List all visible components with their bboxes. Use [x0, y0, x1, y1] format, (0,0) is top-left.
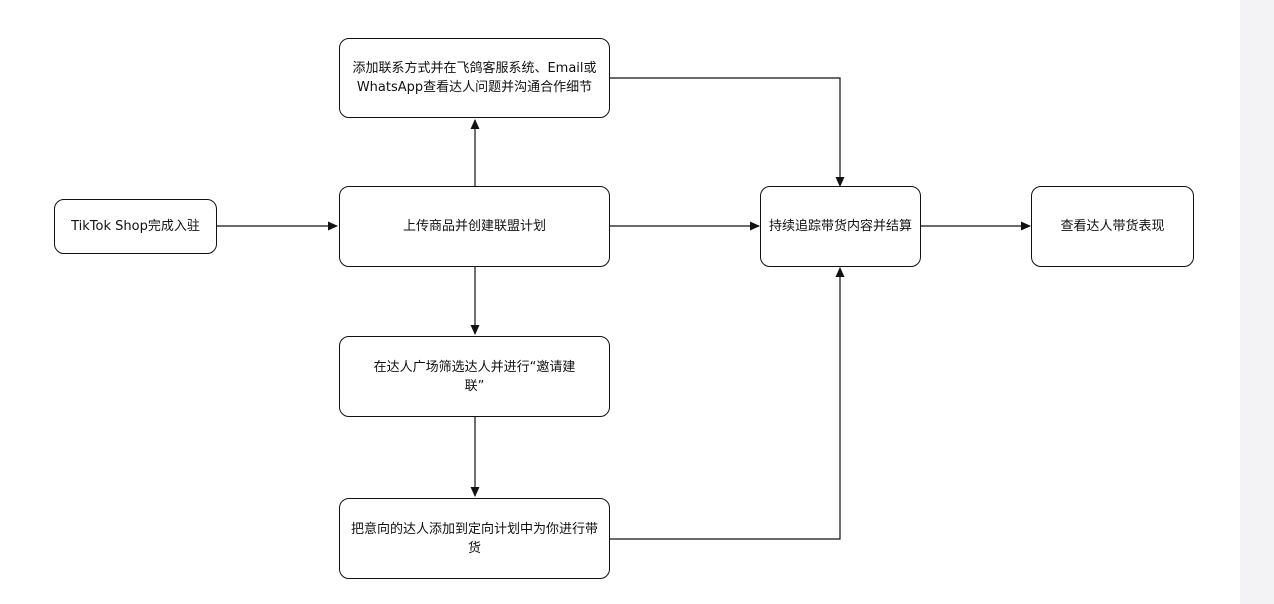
node-view: 查看达人带货表现	[1031, 186, 1194, 267]
node-targeted-label: 把意向的达人添加到定向计划中为你进行带货	[350, 521, 598, 556]
node-contact-label: 添加联系方式并在飞鸽客服系统、Email或WhatsApp查看达人问题并沟通合作…	[352, 61, 597, 95]
node-targeted: 把意向的达人添加到定向计划中为你进行带货	[339, 498, 610, 579]
node-upload: 上传商品并创建联盟计划	[339, 186, 610, 267]
edge-contact-track	[610, 77, 845, 187]
node-track-label: 持续追踪带货内容并结算	[768, 219, 912, 234]
node-onboard-label: TikTok Shop完成入驻	[71, 219, 200, 234]
node-upload-label: 上传商品并创建联盟计划	[402, 219, 546, 234]
node-filter-label: 在达人广场筛选达人并进行“邀请建联”	[373, 359, 576, 394]
node-view-label: 查看达人带货表现	[1060, 219, 1165, 234]
node-contact: 添加联系方式并在飞鸽客服系统、Email或WhatsApp查看达人问题并沟通合作…	[339, 38, 610, 118]
node-filter: 在达人广场筛选达人并进行“邀请建联”	[339, 336, 610, 417]
node-onboard: TikTok Shop完成入驻	[54, 199, 217, 254]
scroll-gutter	[1240, 0, 1274, 604]
edge-targeted-track	[610, 267, 845, 540]
node-track: 持续追踪带货内容并结算	[760, 186, 921, 267]
